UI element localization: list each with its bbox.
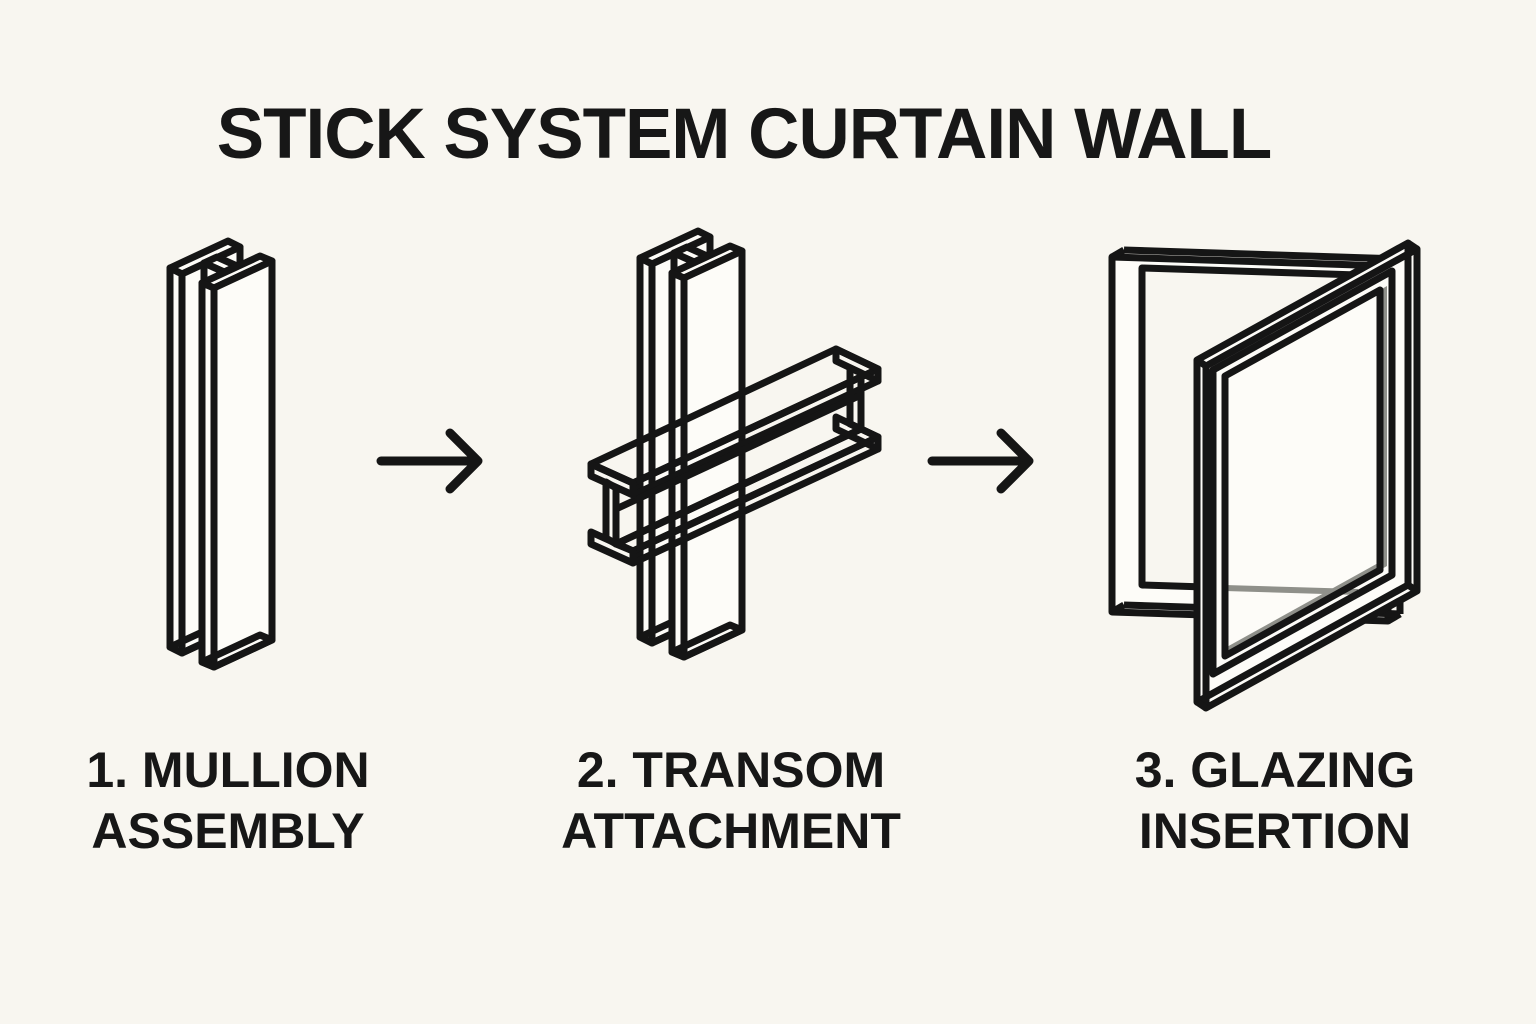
- step2-caption-line1: 2. TRANSOM: [576, 742, 886, 798]
- step2-caption: 2. TRANSOM ATTACHMENT: [531, 740, 931, 862]
- step2-transom-illustration: [587, 231, 882, 657]
- step1-caption: 1. MULLION ASSEMBLY: [28, 740, 428, 862]
- step2-caption-line2: ATTACHMENT: [561, 803, 901, 859]
- step3-caption: 3. GLAZING INSERTION: [1075, 740, 1475, 862]
- right-arrow-icon: [381, 433, 478, 489]
- step1-caption-line2: ASSEMBLY: [91, 803, 365, 859]
- glass-panel: [1193, 239, 1421, 712]
- page-title: STICK SYSTEM CURTAIN WALL: [216, 95, 1272, 174]
- step1-mullion-illustration: [170, 241, 272, 667]
- right-arrow-icon: [932, 433, 1029, 489]
- step3-caption-line1: 3. GLAZING: [1134, 742, 1416, 798]
- step3-caption-line2: INSERTION: [1138, 803, 1412, 859]
- transom-beam: [587, 345, 882, 567]
- step1-caption-line1: 1. MULLION: [86, 742, 370, 798]
- step3-glazing-illustration: [1108, 239, 1421, 712]
